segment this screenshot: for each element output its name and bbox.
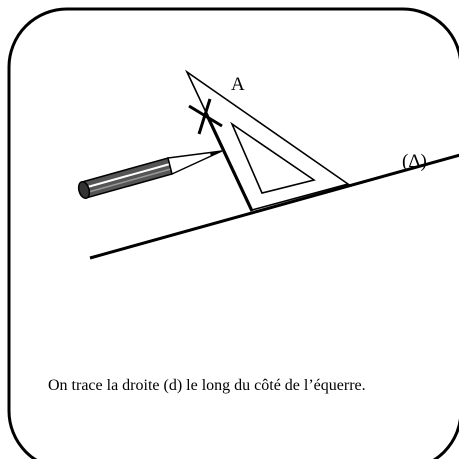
line-delta [89,153,459,260]
point-a-label: A [231,74,245,95]
point-a-cross [188,98,223,135]
panel-frame [7,7,459,459]
line-d [204,112,254,212]
line-delta-label: (Δ) [402,151,427,172]
pencil-icon [77,150,223,200]
caption-text: On trace la droite (d) le long du côté d… [48,377,366,394]
set-square-inner [230,121,316,194]
